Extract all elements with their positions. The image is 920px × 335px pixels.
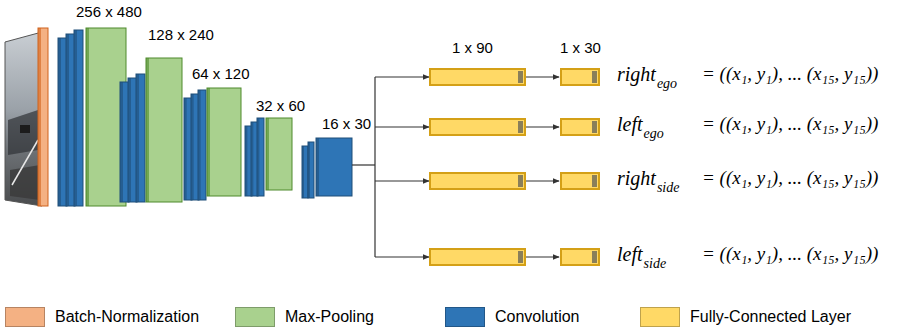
fc-layer-30 — [561, 173, 599, 189]
fc-bias — [518, 251, 523, 263]
slab-side — [302, 146, 304, 198]
legend-text: Fully-Connected Layer — [690, 308, 851, 326]
output-name: left — [617, 113, 643, 135]
fc-bias — [592, 121, 597, 133]
layer-slab — [86, 28, 126, 206]
output-name: right — [617, 167, 656, 189]
fc-layer-90 — [430, 173, 525, 189]
output-subscript: side — [657, 180, 680, 195]
output-name: right — [617, 63, 656, 85]
output-points: = ((x₁, y₁), ... (x₁₅, y₁₅)) — [702, 168, 878, 189]
slab-side — [207, 88, 210, 196]
layer-slab — [308, 142, 314, 198]
fc-bias — [592, 175, 597, 187]
output-points: = ((x₁, y₁), ... (x₁₅, y₁₅)) — [702, 64, 878, 85]
layer-slab — [146, 58, 182, 202]
layer-slab — [302, 146, 308, 198]
output-points: = ((x₁, y₁), ... (x₁₅, y₁₅)) — [702, 244, 878, 265]
fc-bias — [518, 175, 523, 187]
dimension-label: 32 x 60 — [256, 98, 305, 115]
dimension-label: 1 x 90 — [452, 40, 493, 57]
slab-side — [308, 142, 310, 198]
legend-swatch — [5, 307, 45, 327]
legend-swatch — [640, 307, 680, 327]
wire-arrow — [526, 126, 559, 127]
wire-arrow — [375, 76, 429, 77]
output-points: = ((x₁, y₁), ... (x₁₅, y₁₅)) — [702, 114, 878, 135]
slab-side — [136, 74, 139, 202]
legend-text: Batch-Normalization — [55, 308, 199, 326]
branch-connectors — [352, 77, 559, 257]
slab-side — [66, 34, 69, 206]
slab-side — [198, 90, 201, 200]
slab-side — [316, 138, 319, 196]
dimension-label: 1 x 30 — [560, 40, 601, 57]
slab-side — [245, 126, 247, 196]
layer-slab — [316, 138, 352, 196]
dimension-label: 128 x 240 — [148, 27, 214, 44]
fc-layer-30 — [561, 119, 599, 135]
layer-slab — [257, 118, 264, 196]
fc-bias — [592, 251, 597, 263]
dimension-label: 16 x 30 — [322, 116, 371, 133]
slab-side — [251, 122, 253, 196]
legend-swatch — [445, 307, 485, 327]
fc-bias — [518, 121, 523, 133]
wire-arrow — [526, 76, 559, 77]
legend-swatch — [235, 307, 275, 327]
fully-connected-layers — [430, 69, 599, 265]
output-name: left — [617, 243, 643, 265]
legend-text: Convolution — [495, 308, 580, 326]
wire-arrow — [526, 256, 559, 257]
slab-side — [146, 58, 149, 202]
layer-stack — [38, 28, 352, 206]
slab-side — [184, 98, 187, 200]
fc-bias — [592, 71, 597, 83]
wire — [352, 164, 375, 165]
layer-slab — [74, 30, 83, 206]
input-image — [5, 32, 42, 206]
fc-layer-90 — [430, 249, 525, 265]
fc-layer-30 — [561, 69, 599, 85]
slab-side — [128, 78, 131, 202]
slab-side — [86, 28, 89, 206]
layer-slab — [38, 28, 48, 206]
fc-layer-30 — [561, 249, 599, 265]
fc-bias — [518, 71, 523, 83]
layer-slab — [198, 90, 206, 200]
wire-arrow — [375, 126, 429, 127]
slab-side — [38, 28, 41, 206]
slab-side — [266, 118, 269, 190]
wire-arrow — [375, 256, 429, 257]
slab-side — [191, 94, 194, 200]
output-subscript: ego — [657, 76, 677, 91]
fc-layer-90 — [430, 119, 525, 135]
wire-arrow — [375, 180, 429, 181]
wire — [374, 77, 375, 257]
dimension-label: 64 x 120 — [192, 66, 250, 83]
slab-side — [58, 38, 61, 206]
layer-slab — [266, 118, 292, 190]
layer-slab — [136, 74, 145, 202]
slab-side — [74, 30, 77, 206]
legend-text: Max-Pooling — [285, 308, 374, 326]
output-subscript: ego — [644, 126, 664, 141]
wire-arrow — [526, 180, 559, 181]
dimension-label: 256 x 480 — [76, 4, 142, 21]
slab-side — [257, 118, 259, 196]
layer-slab — [207, 88, 241, 196]
slab-side — [120, 82, 123, 202]
fc-layer-90 — [430, 69, 525, 85]
output-subscript: side — [644, 256, 667, 271]
